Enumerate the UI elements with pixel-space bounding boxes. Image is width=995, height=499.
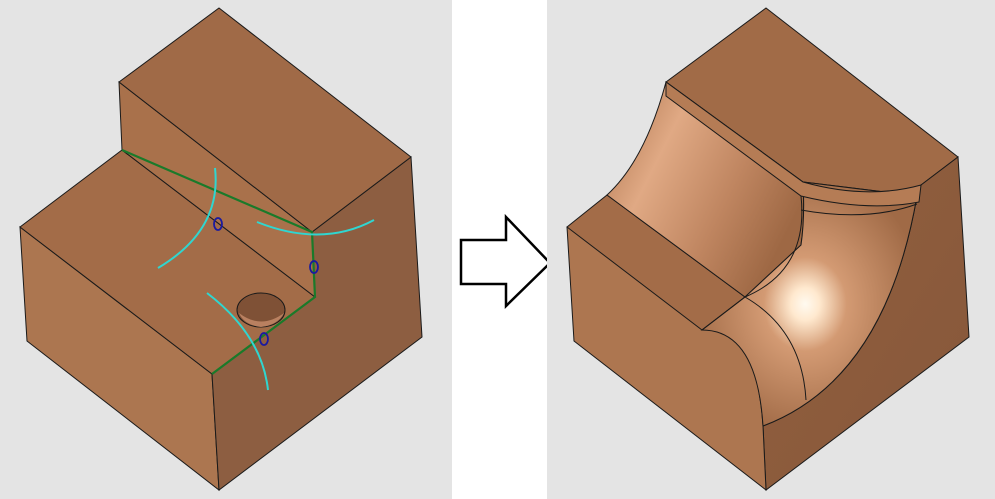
hole-inner-shade [239, 313, 284, 327]
before-model [19, 7, 423, 492]
arc-preview-3 [206, 292, 269, 391]
radius-handle-1[interactable] [213, 217, 223, 231]
after-viewport[interactable] [547, 0, 995, 499]
top-fillet-strip [665, 81, 922, 207]
seam-line-3 [701, 296, 746, 331]
after-model [566, 7, 970, 492]
radius-handle-2[interactable] [309, 260, 319, 274]
radius-handle-3[interactable] [259, 332, 269, 346]
selected-edge-chain[interactable] [121, 148, 317, 375]
right-arrow-icon [459, 214, 552, 309]
seam-line-2 [744, 296, 807, 401]
arc-preview-2 [256, 219, 375, 236]
seam-line-4 [800, 203, 918, 216]
arc-preview-1 [157, 167, 217, 269]
seam-line-1 [744, 195, 803, 298]
top-face [118, 7, 412, 233]
before-viewport[interactable] [0, 0, 452, 499]
